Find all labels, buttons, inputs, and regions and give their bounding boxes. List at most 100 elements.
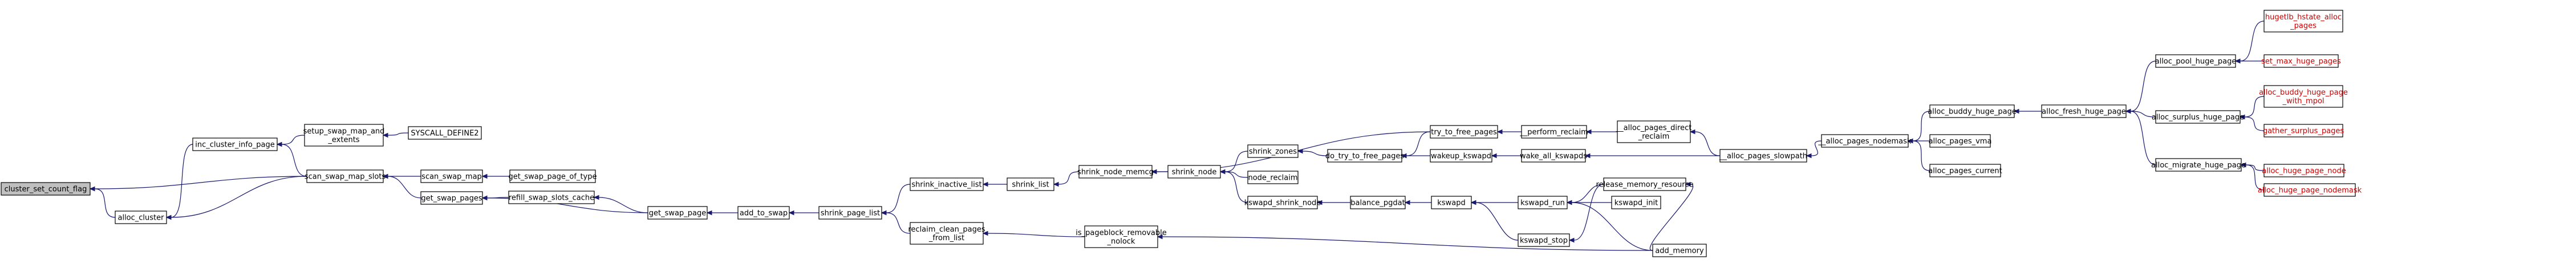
node-box <box>1821 134 1909 148</box>
node-get-swap-page-of-type[interactable]: get_swap_page_of_type <box>508 169 597 183</box>
node-refill-swap-slots-cache[interactable]: refill_swap_slots_cache <box>508 191 595 204</box>
node-wakeup-kswapd[interactable]: wakeup_kswapd <box>1430 149 1492 163</box>
call-edge <box>481 173 510 179</box>
node-box <box>910 177 984 191</box>
node-reclaim-clean-pages-from-list[interactable]: reclaim_clean_pages_from_list <box>908 222 985 245</box>
node-add-memory[interactable]: add_memory <box>1652 244 1707 257</box>
node-label: shrink_node <box>1172 168 1217 177</box>
node-kswapd-run[interactable]: kswapd_run <box>1518 196 1568 209</box>
node-box <box>1521 149 1586 163</box>
node-shrink-zones[interactable]: shrink_zones <box>1247 144 1299 158</box>
edge-line <box>94 188 116 218</box>
call-edge <box>382 173 421 199</box>
edge-line <box>2245 164 2265 171</box>
edge-line <box>987 233 1085 237</box>
edge-arrowhead <box>1491 153 1497 159</box>
node-kswapd[interactable]: kswapd <box>1431 196 1472 209</box>
call-edge <box>2234 21 2265 64</box>
edge-line <box>1224 151 1248 172</box>
call-edge <box>1566 200 1653 251</box>
node-alloc-pool-huge-page[interactable]: alloc_pool_huge_page <box>2155 54 2237 68</box>
node-box <box>2263 164 2344 177</box>
node-shrink-node[interactable]: shrink_node <box>1167 165 1221 179</box>
node-SYSCALL-DEFINE2[interactable]: SYSCALL_DEFINE2 <box>408 126 482 140</box>
node-shrink-page-list[interactable]: shrink_page_list <box>818 206 882 220</box>
node-label: alloc_pool_huge_page <box>2155 58 2237 66</box>
node-get-swap-pages[interactable]: get_swap_pages <box>420 191 483 205</box>
node-shrink-inactive-list[interactable]: shrink_inactive_list <box>910 177 984 191</box>
node-set-max-huge-pages[interactable]: set_max_huge_pages <box>2261 54 2341 68</box>
node-setup-swap-map-and-extents[interactable]: setup_swap_map_and_extents <box>303 124 385 147</box>
edge-arrowhead <box>1566 200 1572 205</box>
node-alloc-huge-page-node[interactable]: alloc_huge_page_node <box>2262 164 2346 177</box>
node-label: refill_swap_slots_cache <box>509 194 594 203</box>
node-alloc-buddy-huge-page-with-mpol[interactable]: alloc_buddy_huge_page_with_mpol <box>2259 85 2348 108</box>
node-box <box>1247 144 1299 158</box>
node-inc-cluster-info-page[interactable]: inc_cluster_info_page <box>192 137 278 151</box>
edge-line <box>281 144 307 177</box>
node-label: __alloc_pages_slowpath <box>1719 152 1807 161</box>
node-box <box>1518 196 1568 209</box>
edge-line <box>1406 131 1431 156</box>
node-label: shrink_inactive_list <box>911 181 981 189</box>
node-label: _from_list <box>928 234 964 242</box>
node-shrink-list[interactable]: shrink_list <box>1007 177 1054 191</box>
node-add-to-swap[interactable]: add_to_swap <box>737 206 790 220</box>
node-box <box>1518 233 1570 247</box>
node-box <box>1084 225 1158 248</box>
node-alloc-huge-page-nodemask[interactable]: alloc_huge_page_nodemask <box>2258 183 2362 197</box>
node-alloc-cluster[interactable]: alloc_cluster <box>115 211 167 224</box>
edge-line <box>1162 236 1653 251</box>
node-alloc-pages-nodemask[interactable]: __alloc_pages_nodemask <box>1818 134 1912 148</box>
node-do-try-to-free-pages[interactable]: do_try_to_free_pages <box>1325 149 1404 163</box>
call-edge <box>706 210 738 216</box>
edge-line <box>2130 60 2156 112</box>
node-wake-all-kswapds[interactable]: wake_all_kswapds <box>1520 149 1587 163</box>
node-balance-pgdat[interactable]: balance_pgdat <box>1350 196 1406 209</box>
node-label: _pages <box>2290 22 2317 30</box>
call-edge <box>1053 171 1080 187</box>
node-box <box>1617 120 1691 143</box>
node-alloc-buddy-huge-page[interactable]: alloc_buddy_huge_page <box>1928 104 2017 118</box>
node-label: kswapd <box>1437 199 1465 208</box>
edge-arrowhead <box>481 173 488 179</box>
node-scan-swap-map[interactable]: scan_swap_map <box>420 169 483 183</box>
node-release-memory-resource[interactable]: release_memory_resource <box>1596 177 1694 191</box>
node-box <box>910 222 984 245</box>
node-box <box>1929 104 2015 118</box>
node-alloc-migrate-huge-page[interactable]: alloc_migrate_huge_page <box>2151 158 2246 172</box>
node-box <box>2263 85 2343 108</box>
edge-arrowhead <box>1401 153 1407 159</box>
node-box <box>115 211 167 224</box>
node-hugetlb-hstate-alloc-pages[interactable]: hugetlb_hstate_alloc_pages <box>2263 10 2343 33</box>
edges-layer <box>89 21 2265 251</box>
nodes-layer: cluster_set_count_flag alloc_cluster inc_c… <box>1 10 2362 257</box>
node-scan-swap-map-slots[interactable]: scan_swap_map_slots <box>305 169 386 183</box>
node-kswapd-shrink-node[interactable]: kswapd_shrink_node <box>1244 196 1321 209</box>
node-kswapd-stop[interactable]: kswapd_stop <box>1518 233 1570 247</box>
edge-line <box>1649 184 1694 251</box>
edge-arrowhead <box>481 195 488 201</box>
node-node-reclaim[interactable]: node_reclaim <box>1247 171 1299 184</box>
node-alloc-pages-vma[interactable]: alloc_pages_vma <box>1929 134 1992 148</box>
node-try-to-free-pages[interactable]: try_to_free_pages <box>1430 125 1498 139</box>
node-alloc-surplus-huge-page[interactable]: alloc_surplus_huge_page <box>2152 110 2244 124</box>
node-get-swap-page[interactable]: get_swap_page <box>647 206 708 220</box>
node-is-pageblock-removable-nolock[interactable]: is_pageblock_removable_nolock <box>1076 225 1167 248</box>
node-alloc-pages-current[interactable]: alloc_pages_current <box>1928 164 2002 177</box>
node-kswapd-init[interactable]: kswapd_init <box>1611 196 1661 209</box>
node-alloc-pages-direct-reclaim[interactable]: __alloc_pages_direct_reclaim <box>1616 120 1692 143</box>
node-perform-reclaim[interactable]: __perform_reclaim <box>1519 125 1588 139</box>
node-shrink-node-memcg[interactable]: shrink_node_memcg <box>1077 165 1154 179</box>
node-alloc-pages-slowpath[interactable]: __alloc_pages_slowpath <box>1719 149 1807 163</box>
node-gather-surplus-pages[interactable]: gather_surplus_pages <box>2263 124 2344 137</box>
node-alloc-fresh-huge-page[interactable]: alloc_fresh_huge_page <box>2041 104 2127 118</box>
call-edge <box>1689 129 1721 156</box>
edge-arrowhead <box>982 230 988 236</box>
node-label: alloc_huge_page_node <box>2262 167 2346 176</box>
call-edge <box>1470 200 1519 241</box>
node-cluster-set-count-flag[interactable]: cluster_set_count_flag <box>1 182 91 196</box>
edge-arrowhead <box>1496 129 1503 135</box>
call-edge <box>788 210 819 216</box>
node-box <box>1652 244 1707 257</box>
